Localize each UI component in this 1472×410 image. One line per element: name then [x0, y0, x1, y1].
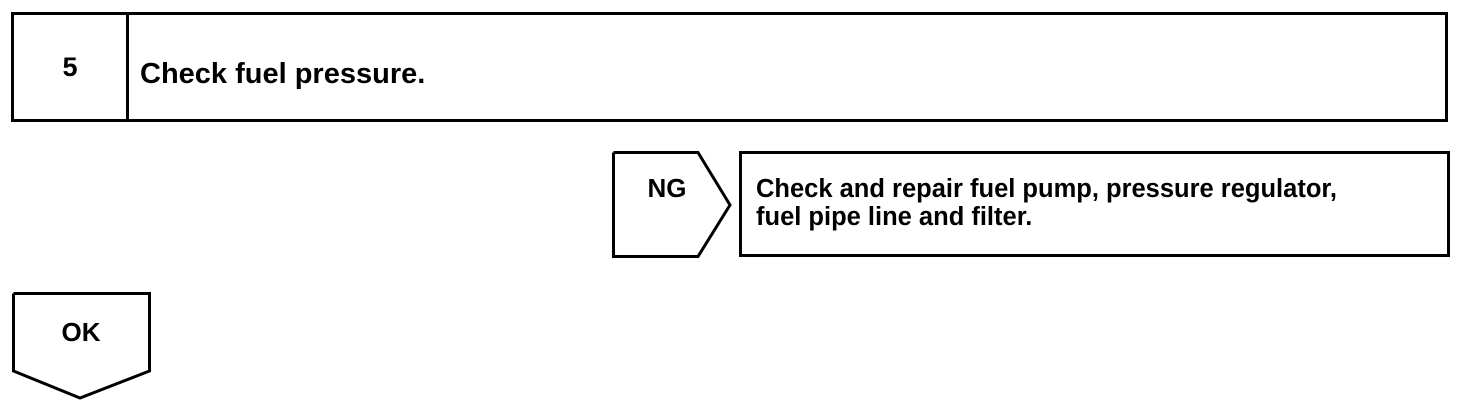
step-title: Check fuel pressure.	[140, 58, 426, 90]
ng-action-line-1: Check and repair fuel pump, pressure reg…	[756, 175, 1337, 203]
ng-action-box: Check and repair fuel pump, pressure reg…	[739, 151, 1450, 257]
step-number: 5	[62, 52, 78, 82]
ng-action-line-2: fuel pipe line and filter.	[756, 203, 1033, 231]
ng-arrow-shape	[612, 151, 732, 258]
ok-label: OK	[61, 317, 101, 347]
step-box: 5 Check fuel pressure.	[11, 12, 1448, 122]
step-divider	[126, 15, 129, 119]
ng-label: NG	[647, 173, 687, 203]
ok-arrow-shape	[12, 292, 151, 400]
